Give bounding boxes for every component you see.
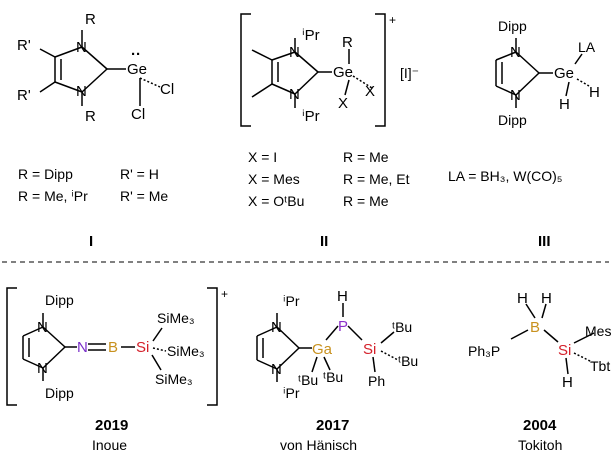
- compound-inoue-b: B: [108, 339, 118, 356]
- compound-II-legend-x-3: X = OᵗBu: [248, 193, 304, 209]
- compound-tokitoh-author: Tokitoh: [518, 437, 562, 453]
- compound-I-rp-bottom: R': [17, 87, 31, 104]
- compound-III: Dipp N N Dipp LA Ge H H LA = BH₃, W(CO)₅…: [448, 18, 600, 250]
- compound-III-bonds: [495, 38, 590, 108]
- compound-III-dipp-bottom: Dipp: [498, 112, 527, 128]
- compound-I-cl-2: Cl: [131, 106, 145, 123]
- compound-vonhaenisch-2017: ⁱPr N N ⁱPr Ga H P Si ᵗBu ᵗBu ᵗBu ᵗBu Ph…: [256, 288, 418, 453]
- compound-vonhaenisch-ipr-bottom: ⁱPr: [283, 385, 300, 401]
- compound-I-n-top: N: [76, 39, 87, 56]
- compound-II-counterion: [I]⁻: [400, 65, 419, 81]
- compound-I-r-bottom: R: [85, 108, 96, 125]
- compound-vonhaenisch-n-top: N: [271, 319, 282, 336]
- compound-II-bonds: [240, 13, 386, 127]
- compound-III-ge: Ge: [554, 65, 574, 82]
- compound-I-label: I: [89, 233, 93, 250]
- compound-inoue-dipp-bottom: Dipp: [45, 385, 74, 401]
- compound-I-lone-pair: ··: [131, 46, 141, 63]
- compound-II-legend-r-1: R = Me: [343, 149, 389, 165]
- compound-II-legend-x-1: X = I: [248, 149, 277, 165]
- compound-inoue-dipp-top: Dipp: [45, 292, 74, 308]
- compound-II-label: II: [320, 233, 328, 250]
- compound-tokitoh-tbt: Tbt: [590, 358, 610, 374]
- compound-II: + ⁱPr N N ⁱPr R Ge X X [I]⁻ X = I R = Me…: [240, 13, 419, 250]
- compound-vonhaenisch-ipr-top: ⁱPr: [283, 293, 300, 309]
- compound-inoue-sime3-3: SiMe₃: [155, 371, 193, 387]
- compound-vonhaenisch-tbu-3: ᵗBu: [298, 372, 318, 388]
- compound-inoue-charge: +: [221, 287, 228, 301]
- compound-II-x-2: X: [338, 95, 348, 112]
- compound-vonhaenisch-p: P: [338, 318, 348, 335]
- compound-vonhaenisch-ga: Ga: [312, 341, 333, 358]
- compound-vonhaenisch-si: Si: [363, 341, 376, 358]
- compound-inoue-n-top: N: [37, 319, 48, 336]
- compound-I-r-top: R: [85, 11, 96, 28]
- compound-inoue-n-imine: N: [77, 339, 88, 356]
- compound-tokitoh-mes: Mes: [585, 323, 611, 339]
- compound-III-h-1: H: [589, 84, 600, 101]
- compound-inoue-bonds: [6, 287, 218, 406]
- compound-III-n-bottom: N: [510, 87, 521, 104]
- compound-vonhaenisch-h: H: [337, 288, 348, 305]
- compound-tokitoh-h-1: H: [517, 290, 528, 307]
- compound-inoue-author: Inoue: [92, 437, 127, 453]
- compound-tokitoh-si: Si: [558, 342, 571, 359]
- compound-vonhaenisch-tbu-2: ᵗBu: [398, 353, 418, 369]
- compound-tokitoh-bonds: [510, 303, 595, 375]
- compound-II-charge: +: [389, 13, 396, 27]
- compound-I-rp-top: R': [17, 37, 31, 54]
- compound-I-ge: Ge: [127, 61, 147, 78]
- compound-III-label: III: [538, 233, 551, 250]
- compound-I-bonds: [39, 30, 161, 106]
- compound-I-legend-r-2: R = Me, ⁱPr: [18, 188, 88, 204]
- compound-II-legend-r-3: R = Me: [343, 193, 389, 209]
- compound-I-legend-rp-2: R' = Me: [120, 188, 168, 204]
- compound-tokitoh-h-3: H: [562, 374, 573, 391]
- compound-II-ipr-bottom: ⁱPr: [302, 108, 320, 125]
- compound-inoue-sime3-2: SiMe₃: [167, 343, 205, 359]
- compound-vonhaenisch-bonds: [256, 303, 399, 382]
- compound-II-n-top: N: [289, 44, 300, 61]
- compound-tokitoh-h-2: H: [541, 290, 552, 307]
- compound-inoue-si: Si: [136, 339, 149, 356]
- compound-II-x-1: X: [365, 83, 375, 100]
- compound-II-ipr-top: ⁱPr: [302, 27, 320, 44]
- compound-II-n-bottom: N: [289, 86, 300, 103]
- compound-II-r: R: [342, 34, 353, 51]
- compound-I-legend-r-1: R = Dipp: [18, 166, 73, 182]
- compound-III-dipp-top: Dipp: [498, 18, 527, 34]
- compound-tokitoh-b: B: [530, 319, 540, 336]
- compound-II-legend-r-2: R = Me, Et: [343, 171, 410, 187]
- compound-III-legend: LA = BH₃, W(CO)₅: [448, 168, 562, 184]
- compound-vonhaenisch-year: 2017: [316, 417, 349, 434]
- compound-II-legend-x-2: X = Mes: [248, 171, 300, 187]
- compound-I-cl-1: Cl: [160, 81, 174, 98]
- compound-III-h-2: H: [559, 96, 570, 113]
- compound-tokitoh-2004: Ph₃P H H B Si Mes Tbt H 2004 Tokitoh: [468, 290, 611, 453]
- compound-III-la: LA: [578, 39, 596, 55]
- compound-inoue-n-bottom: N: [37, 360, 48, 377]
- compound-I-legend-rp-1: R' = H: [120, 166, 159, 182]
- compound-tokitoh-ph3p: Ph₃P: [468, 343, 500, 359]
- compound-inoue-2019: + Dipp N N Dipp N B Si SiMe₃ SiMe₃ SiMe₃…: [6, 287, 228, 453]
- compound-II-ge: Ge: [333, 64, 353, 81]
- compound-I-n-bottom: N: [76, 83, 87, 100]
- compound-vonhaenisch-n-bottom: N: [271, 361, 282, 378]
- compound-I: R N N R R' R' ·· Ge Cl Cl R = Dipp R' = …: [17, 11, 174, 250]
- compound-vonhaenisch-author: von Hänisch: [280, 437, 357, 453]
- compound-III-n-top: N: [510, 44, 521, 61]
- compound-vonhaenisch-tbu-1: ᵗBu: [392, 319, 412, 335]
- compound-inoue-year: 2019: [95, 417, 128, 434]
- compound-inoue-sime3-1: SiMe₃: [157, 310, 195, 326]
- compound-vonhaenisch-tbu-4: ᵗBu: [323, 369, 343, 385]
- compound-vonhaenisch-ph: Ph: [368, 373, 385, 389]
- compound-tokitoh-year: 2004: [523, 417, 557, 434]
